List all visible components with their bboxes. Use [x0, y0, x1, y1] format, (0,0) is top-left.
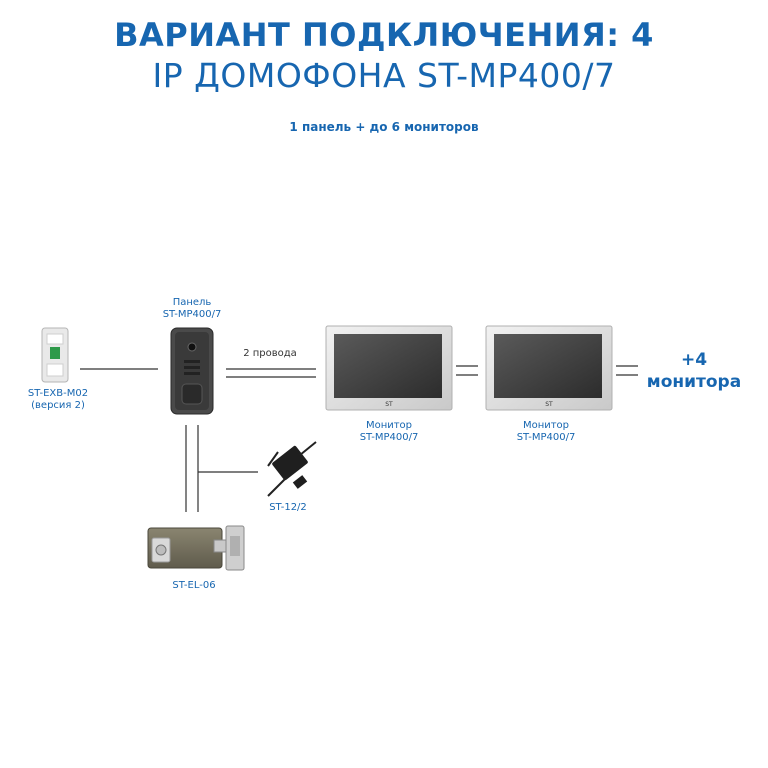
page-title: ВАРИАНТ ПОДКЛЮЧЕНИЯ: 4: [114, 16, 654, 54]
exit-button-device: [41, 327, 69, 383]
additional-monitors: +4 монитора: [640, 349, 748, 393]
panel-label: Панель ST-MP400/7: [152, 297, 232, 321]
wires-count-label: 2 провода: [243, 348, 297, 359]
page-subtitle-model: IP ДОМОФОНА ST-MP400/7: [152, 56, 616, 95]
exit-button-version: (версия 2): [31, 400, 85, 411]
panel-caption: Панель: [172, 297, 212, 308]
configuration-note: 1 панель + до 6 мониторов: [289, 120, 479, 134]
call-panel-device: [170, 327, 214, 415]
additional-monitors-caption: монитора: [646, 372, 742, 392]
monitor-1-device: ST: [325, 325, 453, 411]
additional-monitors-count: +4: [680, 350, 708, 370]
monitor-1-model: ST-MP400/7: [359, 432, 419, 443]
electric-lock-device: [147, 525, 245, 571]
monitor-1-brand: ST: [385, 401, 393, 408]
exit-button-model: ST-EXB-M02: [27, 388, 89, 399]
monitor-2-caption: Монитор: [522, 420, 570, 431]
power-supply-label: ST-12/2: [269, 502, 307, 513]
lock-label: ST-EL-06: [172, 580, 216, 591]
exit-button-label: ST-EXB-M02 (версия 2): [18, 388, 98, 412]
monitor-2-model: ST-MP400/7: [516, 432, 576, 443]
monitor-2-device: ST: [485, 325, 613, 411]
monitor-2-label: Монитор ST-MP400/7: [506, 420, 586, 444]
monitor-2-brand: ST: [545, 401, 553, 408]
monitor-1-label: Монитор ST-MP400/7: [349, 420, 429, 444]
monitor-1-caption: Монитор: [365, 420, 413, 431]
panel-model: ST-MP400/7: [162, 309, 222, 320]
power-supply-device: [267, 441, 317, 497]
